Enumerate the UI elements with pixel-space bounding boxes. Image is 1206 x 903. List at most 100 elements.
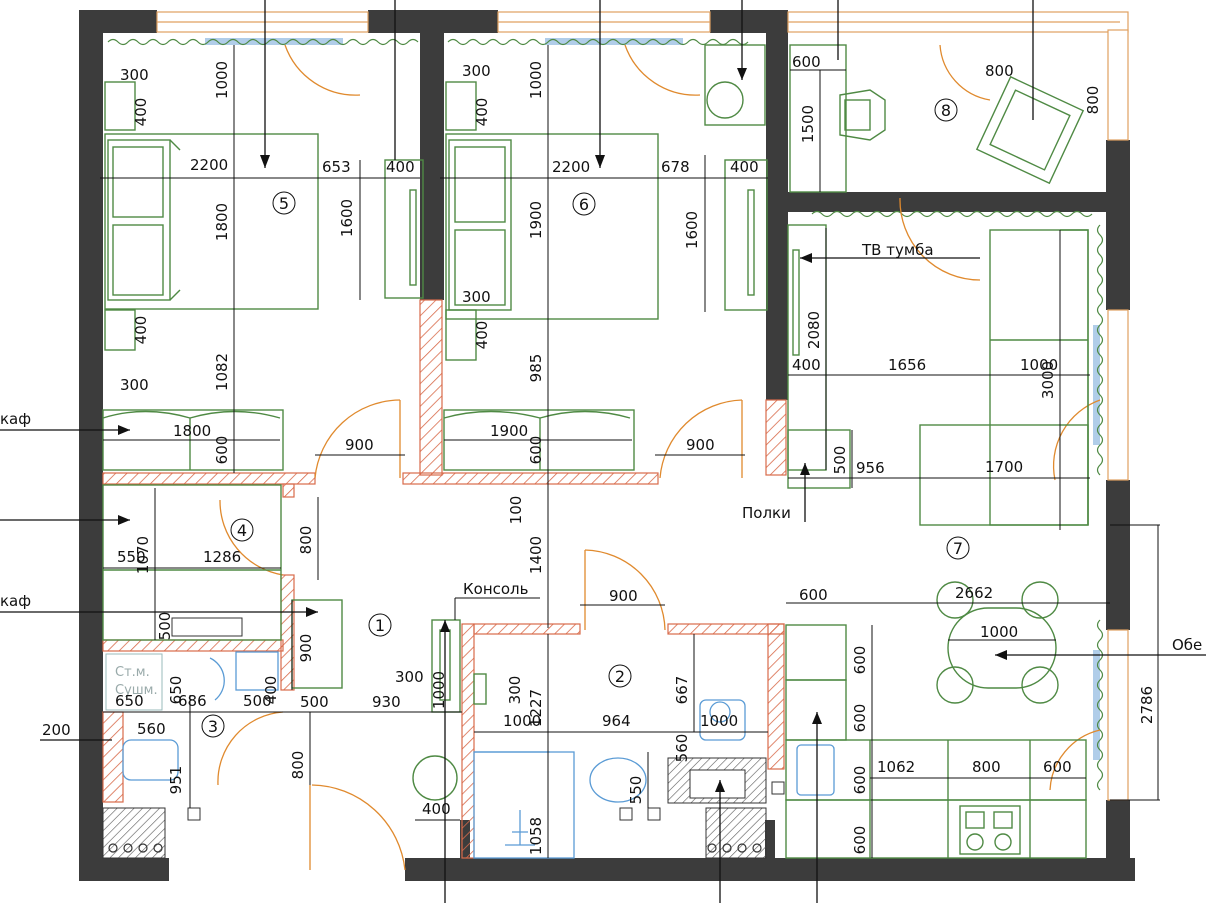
dimension-label: 300: [120, 376, 149, 394]
room-7: 7: [946, 536, 970, 560]
dimension-label: 964: [602, 712, 631, 730]
dimension-label: 653: [322, 158, 351, 176]
dimension-label: 1800: [173, 422, 211, 440]
room-numbers: 1 2 3 4 5 6 7 8: [201, 98, 970, 738]
dimension-lines: [100, 45, 1160, 858]
furniture: [102, 44, 1089, 859]
dimension-label: 800: [1084, 86, 1102, 115]
dimension-label: 2786: [1138, 686, 1156, 724]
dimension-label: 600: [1043, 758, 1072, 776]
dimension-label: 400: [730, 158, 759, 176]
dimension-label: 560: [137, 720, 166, 738]
dimension-label: 1000: [700, 712, 738, 730]
dimension-label: 1000: [503, 712, 541, 730]
dimension-label: 1000: [527, 61, 545, 99]
dimension-label: 1070: [134, 536, 152, 574]
dimension-label: 1600: [683, 211, 701, 249]
dimension-label: 560: [673, 734, 691, 763]
dimension-label: 400: [473, 321, 491, 350]
dimension-label: 2200: [552, 158, 590, 176]
dimension-label: 600: [527, 436, 545, 465]
dimension-label: 900: [609, 587, 638, 605]
room-number: 6: [579, 195, 589, 214]
dimension-label: 1000: [430, 671, 448, 709]
dimension-label: 900: [297, 634, 315, 663]
dimension-label: 600: [799, 586, 828, 604]
dimension-label: 650: [115, 692, 144, 710]
dimension-label: 1058: [527, 817, 545, 855]
dimension-label: 500: [300, 693, 329, 711]
dimension-label: 2662: [955, 584, 993, 602]
dimension-label: 200: [42, 721, 71, 739]
room-number: 5: [279, 194, 289, 213]
dining-set: [936, 581, 1059, 704]
dimension-label: 600: [851, 766, 869, 795]
dimension-label: 800: [289, 751, 307, 780]
dimension-label: 400: [386, 158, 415, 176]
room-number: 4: [237, 521, 247, 540]
room-number: 2: [615, 667, 625, 686]
dimension-label: 1062: [877, 758, 915, 776]
dimension-label: 1600: [338, 199, 356, 237]
dimension-label: 400: [473, 98, 491, 127]
curtains: [107, 38, 1104, 791]
dimension-label: 686: [178, 692, 207, 710]
dimension-label: 400: [792, 356, 821, 374]
dimension-label: 800: [985, 62, 1014, 80]
dimension-label: 1900: [490, 422, 528, 440]
shelves-label: Полки: [742, 504, 791, 522]
dimension-label: 1000: [1020, 356, 1058, 374]
room-4: 4: [230, 518, 254, 542]
dimension-label: 300: [506, 676, 524, 705]
room-1: 1: [368, 613, 392, 637]
dimension-label: 300: [395, 668, 424, 686]
tv-stand-label: ТВ тумба: [861, 241, 934, 259]
dimension-label: 500: [156, 612, 174, 641]
dimension-label: 100: [507, 496, 525, 525]
dimension-label: 400: [132, 98, 150, 127]
dimension-label: 1656: [888, 356, 926, 374]
dimension-label: 500: [243, 692, 272, 710]
dimension-label: 1900: [527, 201, 545, 239]
doors: [217, 44, 1101, 871]
dimension-label: 550: [117, 548, 146, 566]
dimension-label: 3000: [1039, 361, 1057, 399]
dimension-label: 600: [851, 826, 869, 855]
dimension-label: 1400: [527, 536, 545, 574]
dimension-label: 400: [132, 316, 150, 345]
dimension-label: 678: [661, 158, 690, 176]
dimension-label: 300: [462, 62, 491, 80]
dimension-label: 1082: [213, 353, 231, 391]
dimension-label: 1500: [799, 105, 817, 143]
dimension-label: 2200: [190, 156, 228, 174]
dimension-label: 600: [851, 704, 869, 733]
room-number: 8: [941, 101, 951, 120]
room-5: 5: [272, 191, 296, 215]
dimension-label: 400: [262, 676, 280, 705]
dimension-label: 600: [213, 436, 231, 465]
washer-label: Ст.м.: [115, 665, 150, 680]
dimension-label: 667: [673, 676, 691, 705]
windows: [156, 11, 1129, 801]
dryer-label: Сушм.: [115, 683, 158, 698]
dimension-label: 400: [422, 800, 451, 818]
dimension-label: 1227: [527, 689, 545, 727]
dimension-label: 600: [851, 646, 869, 675]
dimension-label: 985: [527, 354, 545, 383]
room-8: 8: [934, 98, 958, 122]
dimension-label: 956: [856, 459, 885, 477]
dimension-label: 900: [686, 436, 715, 454]
dimension-label: 300: [462, 288, 491, 306]
dimension-label: 1700: [985, 458, 1023, 476]
wardrobe-label-2: каф: [0, 592, 31, 610]
labels: ТВ тумба Полки каф каф Обе Ст.м. Сушм.: [0, 241, 1202, 698]
dimension-label: 800: [297, 526, 315, 555]
room-number: 7: [953, 539, 963, 558]
dimension-label: Консоль: [463, 580, 529, 598]
dimension-label: 600: [792, 53, 821, 71]
dimension-label: 951: [167, 766, 185, 795]
dimension-label: 1000: [213, 61, 231, 99]
